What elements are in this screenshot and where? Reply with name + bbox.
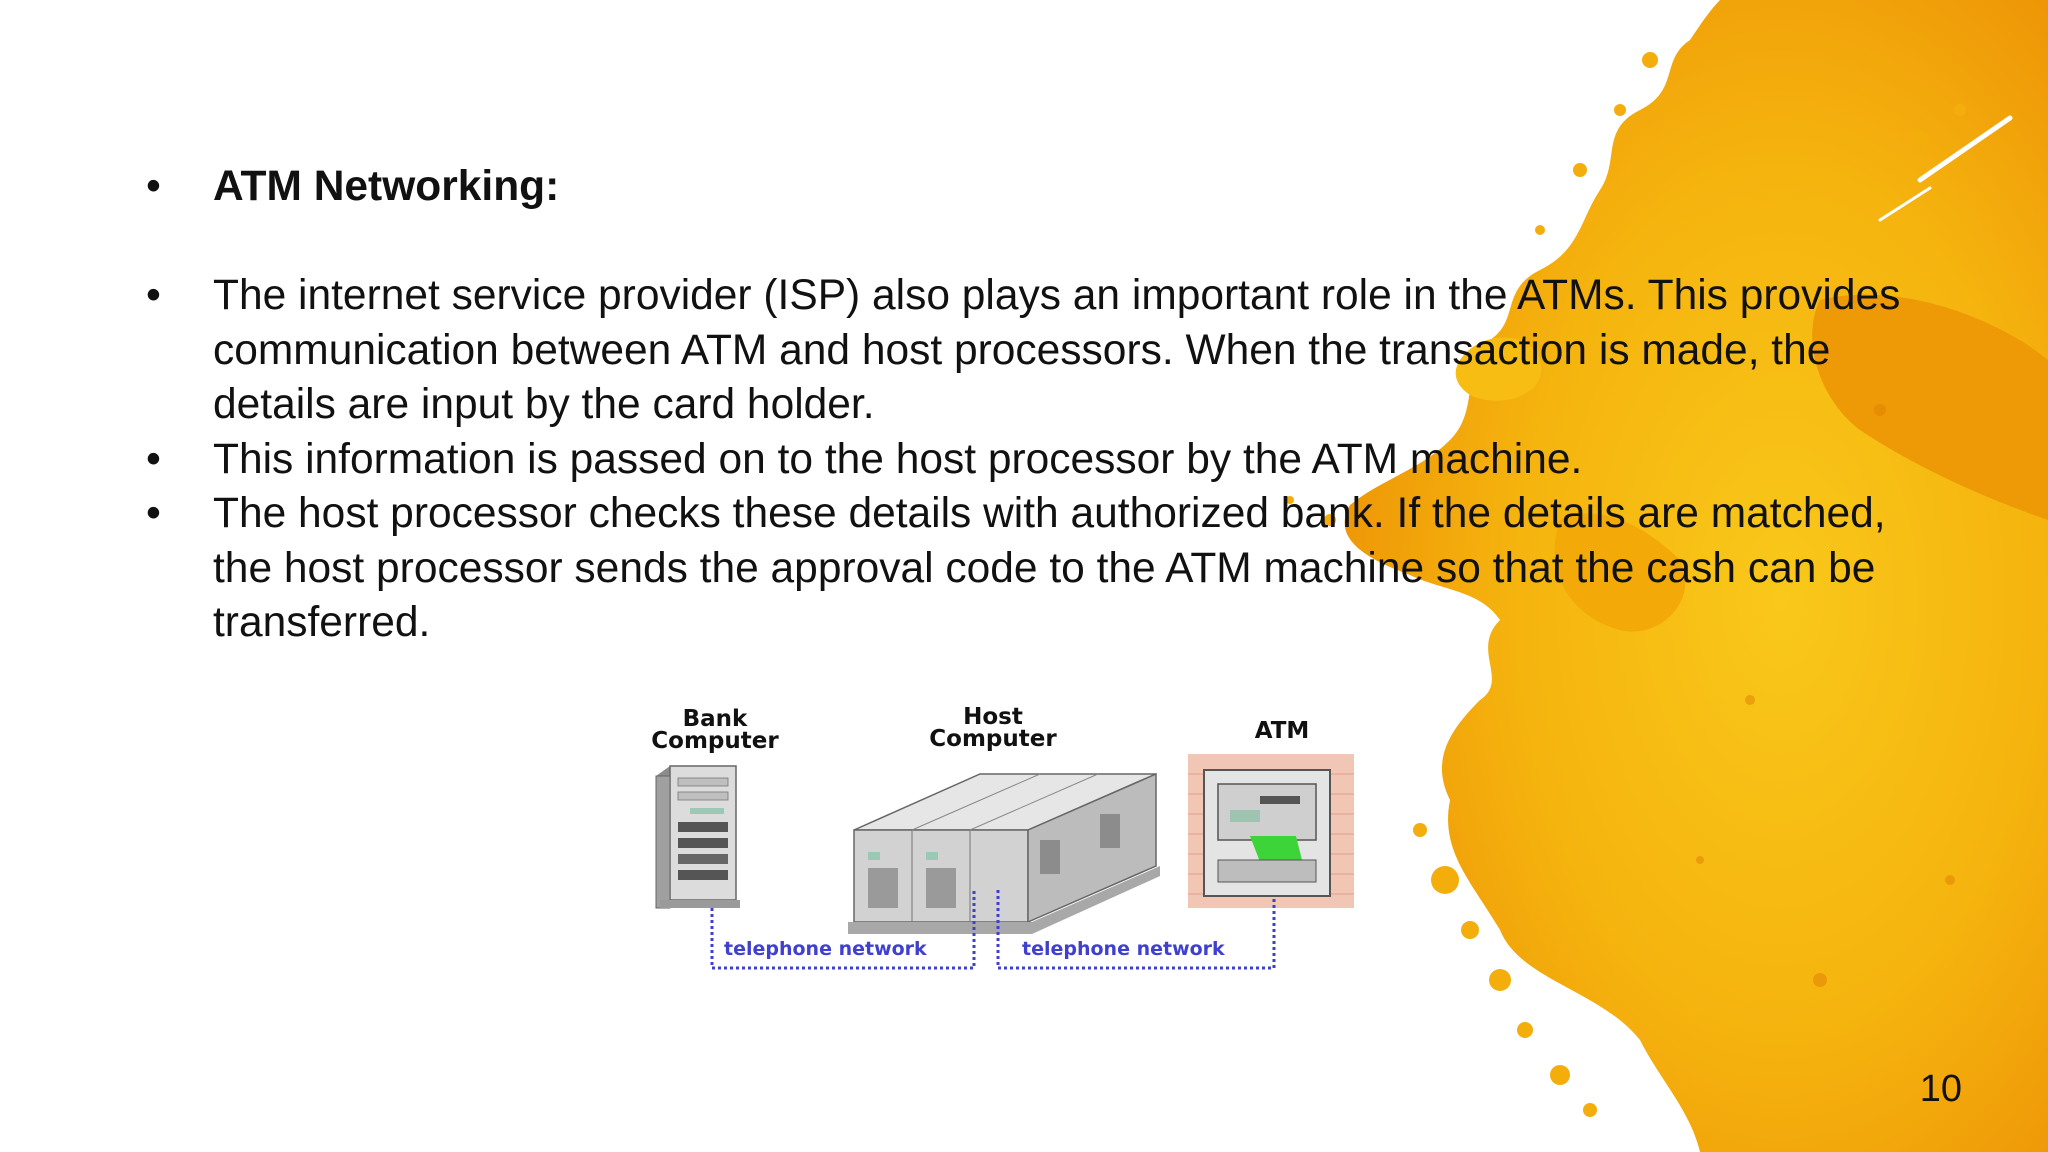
bullet-text: ATM Networking: <box>213 163 560 210</box>
bullet-text: The host processor checks these details … <box>213 490 1886 646</box>
bullet-text: The internet service provider (ISP) also… <box>213 272 1901 428</box>
atm-network-diagram: Bank Computer Host Computer ATM telephon… <box>620 690 1360 1000</box>
bullet-item: • This information is passed on to the h… <box>146 433 1906 488</box>
bullet-dot: • <box>146 490 161 537</box>
bank-computer-icon <box>655 765 740 909</box>
telephone-network-label-left: telephone network <box>724 938 927 960</box>
host-computer-icon <box>848 772 1160 934</box>
bank-computer-label: Bank Computer <box>651 706 779 754</box>
diagram-graphic <box>655 754 1354 970</box>
telephone-network-lines <box>710 890 1276 970</box>
telephone-network-label-right: telephone network <box>1022 938 1225 960</box>
bullet-spacer <box>146 215 1906 270</box>
bullet-item: • The host processor checks these detail… <box>146 487 1906 651</box>
bullet-item: • The internet service provider (ISP) al… <box>146 269 1906 433</box>
bullet-dot: • <box>146 435 161 483</box>
bullet-list: • ATM Networking: • The internet service… <box>146 160 1906 651</box>
host-computer-label: Host Computer <box>929 704 1057 752</box>
atm-machine-icon <box>1188 754 1354 908</box>
atm-label: ATM <box>1254 718 1310 744</box>
page-number: 10 <box>1919 1068 1962 1110</box>
bullet-dot: • <box>146 272 161 319</box>
bullet-dot: • <box>146 163 161 210</box>
bullet-item-heading: • ATM Networking: <box>146 160 1906 215</box>
bullet-text: This information is passed on to the hos… <box>213 435 1583 483</box>
